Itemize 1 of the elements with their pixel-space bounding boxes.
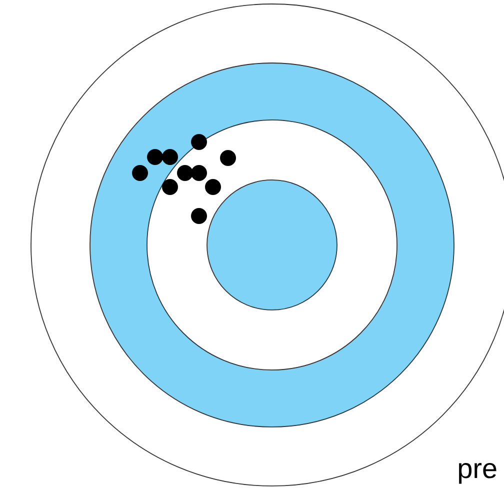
caption-text: pre	[459, 462, 496, 484]
